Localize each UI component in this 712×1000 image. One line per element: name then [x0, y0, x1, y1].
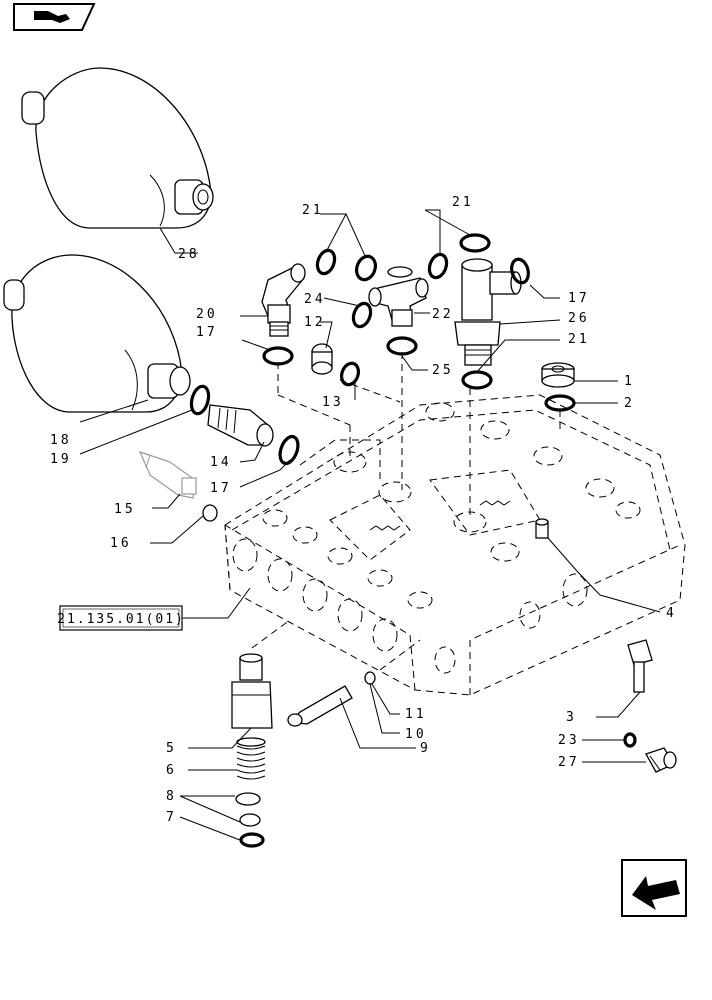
o-ring-13 [339, 361, 361, 387]
elbow-fitting-20 [261, 263, 306, 337]
callout-10: 10 [405, 727, 427, 742]
callout-21: 21 [302, 203, 324, 218]
o-ring-21-a [315, 248, 337, 276]
accumulator-18 [3, 254, 191, 413]
callout-20: 20 [196, 307, 218, 322]
o-ring-24 [351, 301, 373, 329]
o-ring-19 [189, 384, 211, 416]
callout-22: 22 [432, 307, 454, 322]
seal-16 [202, 504, 218, 522]
o-ring-17-b [262, 346, 294, 366]
o-ring-21-b [354, 254, 378, 282]
callout-21: 21 [452, 195, 474, 210]
adapter-14 [207, 404, 274, 447]
callout-16: 16 [110, 536, 132, 551]
callout-19: 19 [50, 452, 72, 467]
o-ring-21-e [461, 370, 493, 390]
washer-11 [364, 671, 376, 685]
pressure-sensor-15 [138, 451, 197, 499]
callout-21: 21 [568, 332, 590, 347]
cartridge-5 [231, 653, 273, 729]
o-ring-17-a [510, 257, 530, 285]
callout-18: 18 [50, 433, 72, 448]
o-ring-21-c [427, 252, 449, 280]
callout-11: 11 [405, 707, 427, 722]
reference-link[interactable]: 21.135.01(01) [57, 612, 185, 627]
screw-27 [645, 747, 677, 773]
callout-24: 24 [304, 292, 326, 307]
washer-8b [239, 813, 261, 827]
callout-27: 27 [558, 755, 580, 770]
o-ring-17-c [278, 434, 300, 466]
o-ring-21-d [459, 233, 491, 253]
callout-6: 6 [166, 763, 177, 778]
arrow-back-icon[interactable] [621, 859, 687, 917]
callout-14: 14 [210, 455, 232, 470]
callout-26: 26 [568, 311, 590, 326]
callout-4: 4 [666, 606, 677, 621]
callout-12: 12 [304, 315, 326, 330]
o-ring-2 [544, 394, 576, 412]
callout-25: 25 [432, 363, 454, 378]
valve-body [224, 394, 686, 696]
o-ring-25 [386, 336, 418, 356]
plug-1 [541, 362, 575, 388]
callout-17: 17 [568, 291, 590, 306]
o-ring-7 [239, 832, 265, 848]
callout-15: 15 [114, 502, 136, 517]
callout-labels: 28 21 21 20 17 24 12 22 25 17 26 21 1 2 … [50, 195, 677, 825]
book-icon[interactable] [13, 3, 96, 31]
washer-8 [235, 792, 261, 806]
o-ring-23 [623, 732, 637, 748]
accumulator-28 [21, 67, 214, 229]
callout-2: 2 [624, 396, 635, 411]
callout-23: 23 [558, 733, 580, 748]
plug-12 [311, 343, 333, 375]
callout-8: 8 [166, 789, 177, 804]
callout-13: 13 [322, 395, 344, 410]
callout-28: 28 [178, 247, 200, 262]
callout-9: 9 [420, 741, 431, 756]
callout-1: 1 [624, 374, 635, 389]
callout-5: 5 [166, 741, 177, 756]
callout-7: 7 [166, 810, 177, 825]
callout-17: 17 [196, 325, 218, 340]
reference-box[interactable] [59, 605, 183, 631]
callout-3: 3 [566, 710, 577, 725]
callout-17: 17 [210, 481, 232, 496]
tee-fitting-22 [368, 266, 429, 327]
tee-fitting-26 [454, 258, 522, 366]
plug-4 [535, 518, 549, 539]
bolt-9 [287, 685, 353, 727]
spring-6 [236, 737, 266, 780]
leader-lines [79, 209, 661, 841]
bolt-3 [627, 639, 653, 693]
